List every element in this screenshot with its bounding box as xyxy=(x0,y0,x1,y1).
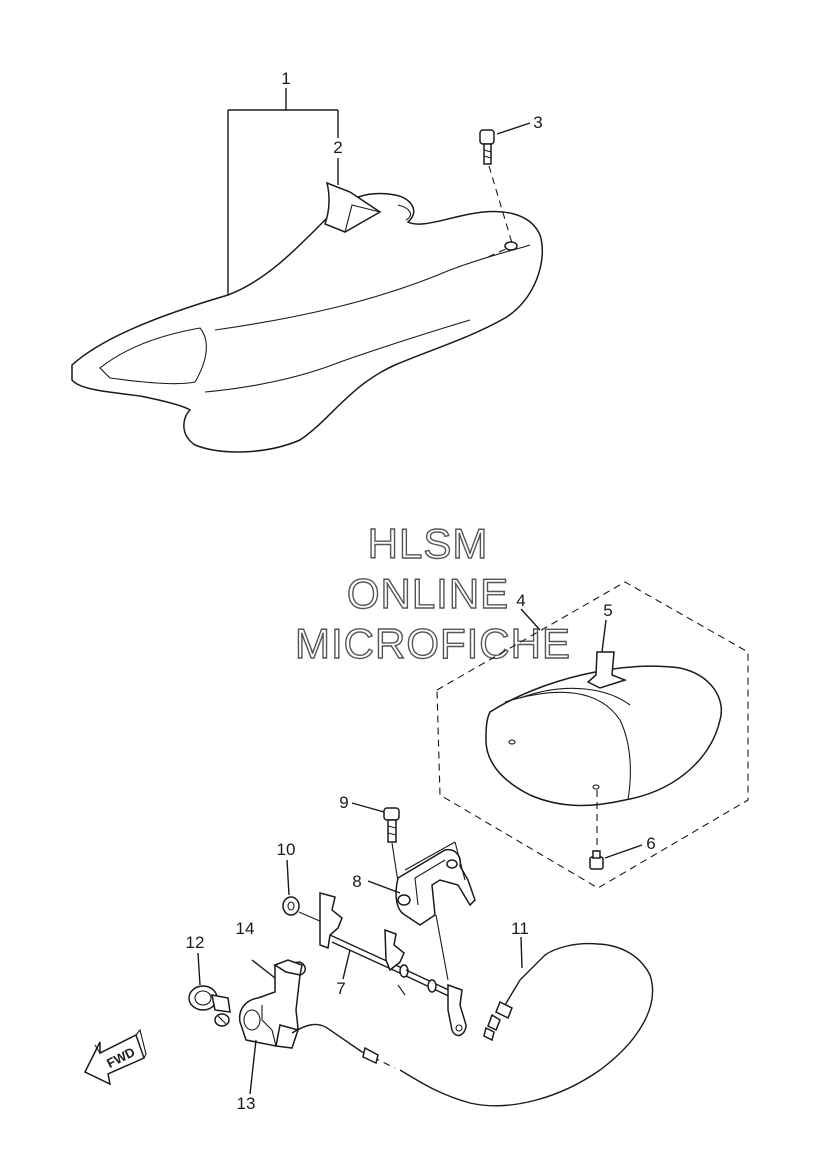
seat-cowl-tab[interactable] xyxy=(586,651,628,689)
callout-10: 10 xyxy=(277,840,296,859)
callout-12: 12 xyxy=(186,933,205,952)
callout-8: 8 xyxy=(352,872,361,891)
callout-4: 4 xyxy=(516,591,525,610)
forward-direction-arrow: FWD xyxy=(83,1028,147,1086)
lock-rod-assembly[interactable] xyxy=(319,892,467,1037)
collar[interactable] xyxy=(282,896,300,916)
callout-13: 13 xyxy=(237,1094,256,1113)
bracket-bolt[interactable] xyxy=(383,807,400,843)
callout-7: 7 xyxy=(336,979,345,998)
callout-6: 6 xyxy=(646,834,655,853)
watermark-line-3: MICROFICHE xyxy=(295,620,571,667)
seat-lock-cable[interactable] xyxy=(291,942,654,1107)
seat-cowl[interactable] xyxy=(485,665,722,807)
callout-9: 9 xyxy=(339,793,348,812)
callout-11: 11 xyxy=(511,919,529,938)
seat-bolt[interactable] xyxy=(479,129,495,165)
watermark: HLSM ONLINE MICROFICHE xyxy=(294,519,571,667)
watermark-line-1: HLSM xyxy=(368,520,489,567)
double-seat-assembly[interactable] xyxy=(71,192,544,453)
seat-lock-bracket[interactable] xyxy=(395,848,476,926)
callout-5: 5 xyxy=(603,601,612,620)
callout-14: 14 xyxy=(236,919,255,938)
callout-3: 3 xyxy=(533,113,542,132)
key-cylinder[interactable] xyxy=(188,985,231,1027)
seat-cowl-option-boundary xyxy=(436,581,749,889)
seat-tab[interactable] xyxy=(324,181,382,233)
cowl-damper[interactable] xyxy=(589,850,604,870)
watermark-line-2: ONLINE xyxy=(347,570,509,617)
lock-holder[interactable] xyxy=(238,959,306,1049)
callout-1: 1 xyxy=(281,69,290,88)
callout-2: 2 xyxy=(333,138,342,157)
